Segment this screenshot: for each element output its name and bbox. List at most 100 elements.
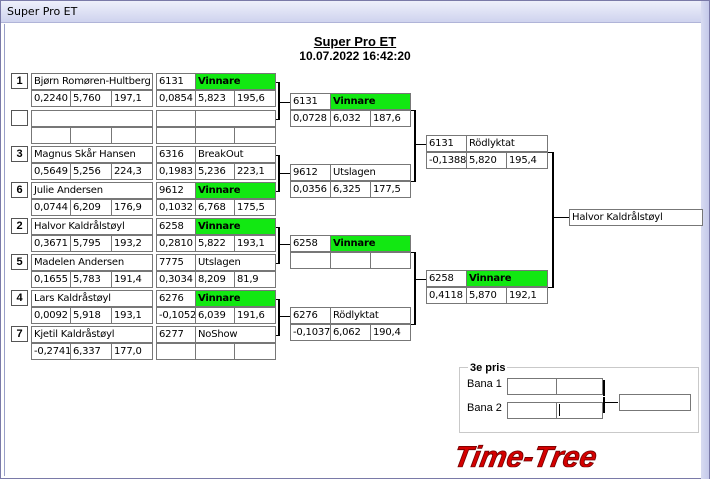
r2-elapsed-time[interactable]: 6,325	[330, 181, 371, 198]
reaction-time[interactable]: 0,0744	[31, 199, 71, 216]
speed[interactable]: 193,2	[111, 235, 153, 252]
r2-reaction-time[interactable]: 0,0356	[290, 181, 331, 198]
racer-name[interactable]: Julie Andersen	[31, 182, 153, 199]
speed-2[interactable]: 81,9	[234, 271, 276, 288]
r2-result-status[interactable]: Rödlyktat	[330, 307, 411, 324]
r2-speed[interactable]: 190,4	[370, 324, 411, 341]
elapsed-time-2[interactable]: 8,209	[195, 271, 235, 288]
diff-time[interactable]: -0,1052	[156, 307, 196, 324]
r2-reaction-time[interactable]: -0,1037	[290, 324, 331, 341]
speed-2[interactable]	[234, 127, 276, 144]
elapsed-time-2[interactable]: 6,039	[195, 307, 235, 324]
diff-time[interactable]: 0,2810	[156, 235, 196, 252]
diff-time[interactable]	[156, 343, 196, 360]
reaction-time[interactable]: 0,3671	[31, 235, 71, 252]
r2-speed[interactable]: 187,6	[370, 110, 411, 127]
r2-reaction-time[interactable]	[290, 252, 331, 269]
elapsed-time[interactable]: 6,337	[70, 343, 112, 360]
result-status[interactable]: Utslagen	[195, 254, 276, 271]
elapsed-time[interactable]: 5,783	[70, 271, 112, 288]
elapsed-time-2[interactable]: 5,822	[195, 235, 235, 252]
car-number[interactable]	[156, 110, 196, 127]
elapsed-time-2[interactable]: 6,768	[195, 199, 235, 216]
result-status[interactable]: BreakOut	[195, 146, 276, 163]
elapsed-time-2[interactable]	[195, 343, 235, 360]
speed[interactable]: 191,4	[111, 271, 153, 288]
r3-result-status[interactable]: Rödlyktat	[466, 135, 548, 152]
r2-car-number[interactable]: 6131	[290, 93, 331, 110]
elapsed-time[interactable]	[70, 127, 112, 144]
elapsed-time[interactable]: 5,760	[70, 90, 112, 107]
racer-name[interactable]	[31, 110, 153, 127]
elapsed-time-2[interactable]	[195, 127, 235, 144]
third-lane-2-car[interactable]	[507, 402, 557, 419]
elapsed-time[interactable]: 5,795	[70, 235, 112, 252]
reaction-time[interactable]: 0,5649	[31, 163, 71, 180]
speed[interactable]: 177,0	[111, 343, 153, 360]
r3-car-number[interactable]: 6258	[426, 270, 467, 287]
car-number[interactable]: 7775	[156, 254, 196, 271]
result-status[interactable]	[195, 110, 276, 127]
speed-2[interactable]: 195,6	[234, 90, 276, 107]
r2-car-number[interactable]: 9612	[290, 164, 331, 181]
car-number[interactable]: 9612	[156, 182, 196, 199]
third-lane-2-status[interactable]	[556, 402, 603, 419]
elapsed-time[interactable]: 5,918	[70, 307, 112, 324]
r3-speed[interactable]: 195,4	[506, 152, 548, 169]
elapsed-time[interactable]: 5,256	[70, 163, 112, 180]
r2-car-number[interactable]: 6258	[290, 235, 331, 252]
car-number[interactable]: 6316	[156, 146, 196, 163]
diff-time[interactable]: 0,0854	[156, 90, 196, 107]
r2-elapsed-time[interactable]: 6,062	[330, 324, 371, 341]
car-number[interactable]: 6258	[156, 218, 196, 235]
diff-time[interactable]: 0,3034	[156, 271, 196, 288]
diff-time[interactable]: 0,1983	[156, 163, 196, 180]
r2-reaction-time[interactable]: 0,0728	[290, 110, 331, 127]
speed[interactable]: 176,9	[111, 199, 153, 216]
reaction-time[interactable]: 0,0092	[31, 307, 71, 324]
third-lane-1-car[interactable]	[507, 378, 557, 395]
car-number[interactable]: 6131	[156, 73, 196, 90]
racer-name[interactable]: Madelen Andersen	[31, 254, 153, 271]
r2-result-status[interactable]: Utslagen	[330, 164, 411, 181]
result-status[interactable]: NoShow	[195, 326, 276, 343]
racer-name[interactable]: Bjørn Romøren-Hultberg	[31, 73, 153, 90]
final-winner-name[interactable]: Halvor Kaldrålstøyl	[569, 209, 703, 226]
racer-name[interactable]: Lars Kaldråstøyl	[31, 290, 153, 307]
r3-car-number[interactable]: 6131	[426, 135, 467, 152]
reaction-time[interactable]: -0,2741	[31, 343, 71, 360]
speed[interactable]: 197,1	[111, 90, 153, 107]
speed-2[interactable]	[234, 343, 276, 360]
elapsed-time[interactable]: 6,209	[70, 199, 112, 216]
speed[interactable]	[111, 127, 153, 144]
racer-name[interactable]: Kjetil Kaldråstøyl	[31, 326, 153, 343]
elapsed-time-2[interactable]: 5,236	[195, 163, 235, 180]
r2-speed[interactable]	[370, 252, 411, 269]
r2-speed[interactable]: 177,5	[370, 181, 411, 198]
reaction-time[interactable]: 0,2240	[31, 90, 71, 107]
r3-reaction-time[interactable]: 0,4118	[426, 287, 467, 304]
reaction-time[interactable]: 0,1655	[31, 271, 71, 288]
result-status[interactable]: Vinnare	[195, 290, 276, 307]
car-number[interactable]: 6276	[156, 290, 196, 307]
speed-2[interactable]: 223,1	[234, 163, 276, 180]
title-bar[interactable]: Super Pro ET	[1, 1, 709, 23]
r2-result-status[interactable]: Vinnare	[330, 235, 411, 252]
r3-speed[interactable]: 192,1	[506, 287, 548, 304]
result-status[interactable]: Vinnare	[195, 73, 276, 90]
r2-elapsed-time[interactable]	[330, 252, 371, 269]
third-lane-1-status[interactable]	[556, 378, 603, 395]
diff-time[interactable]	[156, 127, 196, 144]
speed-2[interactable]: 175,5	[234, 199, 276, 216]
result-status[interactable]: Vinnare	[195, 218, 276, 235]
r2-elapsed-time[interactable]: 6,032	[330, 110, 371, 127]
result-status[interactable]: Vinnare	[195, 182, 276, 199]
elapsed-time-2[interactable]: 5,823	[195, 90, 235, 107]
speed[interactable]: 193,1	[111, 307, 153, 324]
r2-result-status[interactable]: Vinnare	[330, 93, 411, 110]
r3-result-status[interactable]: Vinnare	[466, 270, 548, 287]
r3-reaction-time[interactable]: -0,1388	[426, 152, 467, 169]
reaction-time[interactable]	[31, 127, 71, 144]
r3-elapsed-time[interactable]: 5,870	[466, 287, 507, 304]
car-number[interactable]: 6277	[156, 326, 196, 343]
